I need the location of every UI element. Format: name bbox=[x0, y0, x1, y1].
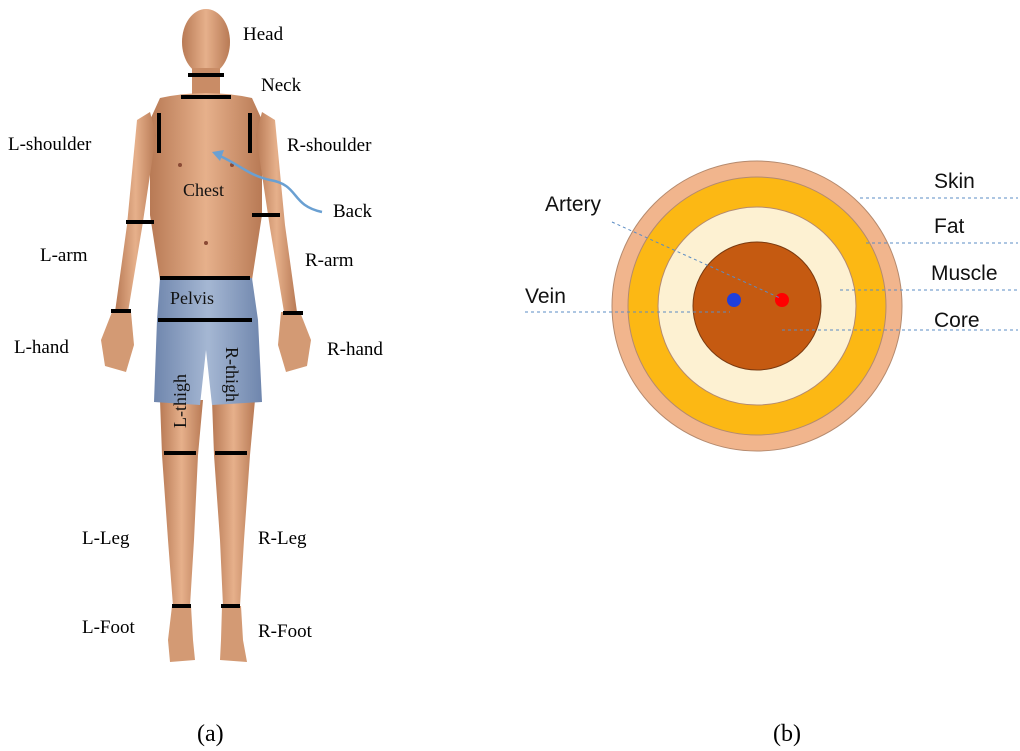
left-arm-shape bbox=[115, 112, 156, 312]
label-vein: Vein bbox=[525, 285, 566, 308]
label-pelvis: Pelvis bbox=[170, 288, 214, 308]
navel bbox=[204, 241, 208, 245]
label-l-thigh: L-thigh bbox=[170, 374, 190, 428]
left-hand-shape bbox=[101, 312, 134, 372]
label-r-leg: R-Leg bbox=[258, 528, 307, 549]
label-neck: Neck bbox=[261, 75, 302, 96]
label-l-foot: L-Foot bbox=[82, 617, 136, 638]
left-leg-shape bbox=[160, 400, 203, 606]
right-foot-shape bbox=[220, 606, 247, 662]
label-head: Head bbox=[243, 24, 284, 45]
label-r-arm: R-arm bbox=[305, 250, 354, 271]
core-layer bbox=[693, 242, 821, 370]
neck-shape bbox=[192, 68, 220, 96]
label-skin: Skin bbox=[934, 170, 975, 193]
label-artery: Artery bbox=[545, 193, 602, 216]
label-l-leg: L-Leg bbox=[82, 528, 130, 549]
vein-dot bbox=[727, 293, 741, 307]
head-shape bbox=[182, 9, 230, 75]
label-r-foot: R-Foot bbox=[258, 621, 313, 642]
right-leg-shape bbox=[212, 400, 255, 606]
label-core: Core bbox=[934, 309, 980, 332]
left-foot-shape bbox=[168, 606, 195, 662]
label-l-hand: L-hand bbox=[14, 337, 69, 358]
label-l-shoulder: L-shoulder bbox=[8, 134, 92, 155]
label-r-hand: R-hand bbox=[327, 339, 383, 360]
label-r-thigh: R-thigh bbox=[222, 347, 242, 402]
label-chest: Chest bbox=[183, 180, 224, 200]
body-figure bbox=[101, 9, 322, 662]
label-muscle: Muscle bbox=[931, 262, 998, 285]
label-r-shoulder: R-shoulder bbox=[287, 135, 372, 156]
label-fat: Fat bbox=[934, 215, 965, 238]
caption-b: (b) bbox=[773, 721, 801, 747]
artery-dot bbox=[775, 293, 789, 307]
label-back: Back bbox=[333, 201, 373, 222]
right-hand-shape bbox=[278, 312, 311, 372]
cross-section bbox=[612, 161, 902, 451]
caption-a: (a) bbox=[197, 721, 224, 747]
label-l-arm: L-arm bbox=[40, 245, 88, 266]
left-nipple bbox=[178, 163, 182, 167]
